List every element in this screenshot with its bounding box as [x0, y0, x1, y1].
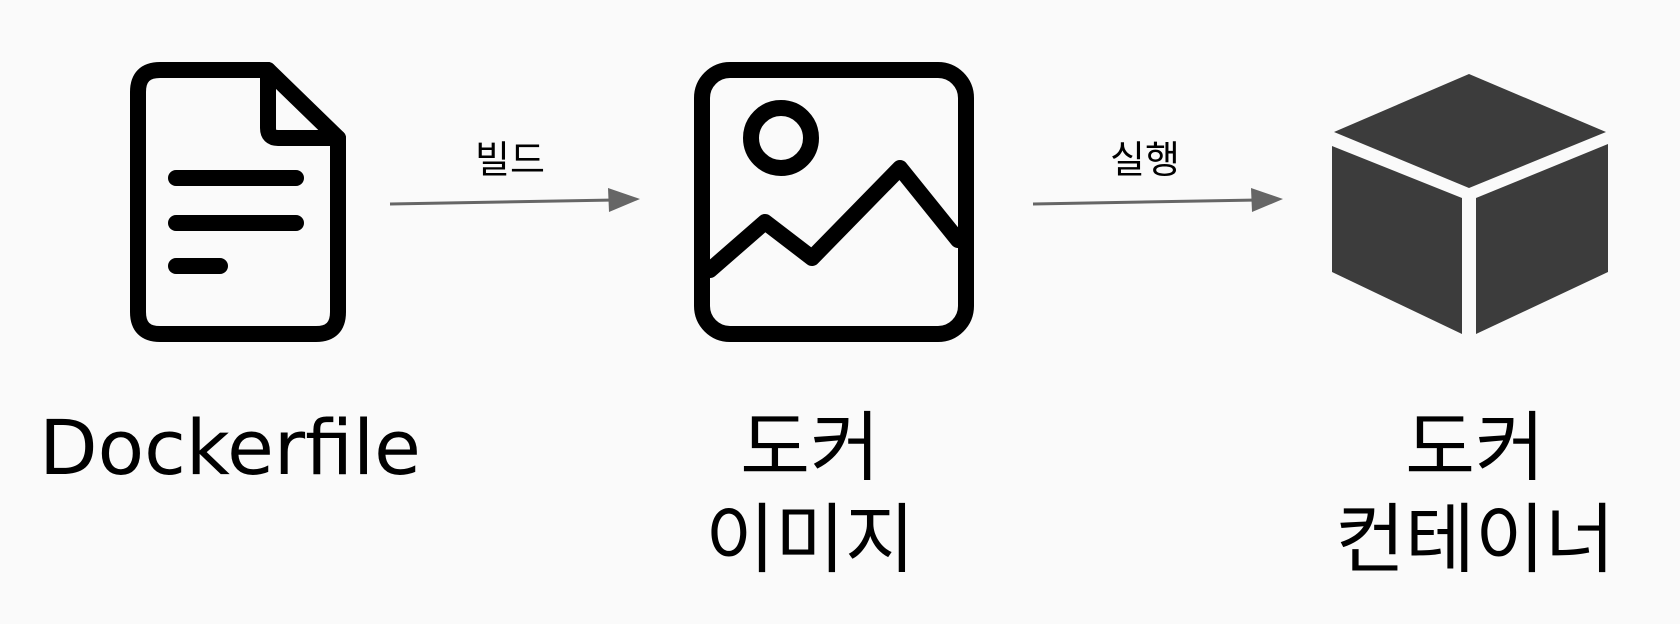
- document-icon: [130, 62, 346, 342]
- cube-icon: [1332, 74, 1608, 334]
- edge-label-build: 빌드: [475, 138, 545, 182]
- node-label-docker-image: 도커 이미지: [630, 402, 990, 586]
- arrow-build: [389, 188, 640, 212]
- node-label-line: 컨테이너: [1335, 495, 1615, 584]
- node-label-line: 이미지: [705, 495, 915, 584]
- node-label-docker-container: 도커 컨테이너: [1280, 402, 1670, 586]
- image-icon: [694, 62, 974, 342]
- node-label-line: 도커: [740, 403, 880, 492]
- arrow-run: [1032, 188, 1283, 212]
- node-label-line: 도커: [1405, 403, 1545, 492]
- node-label-line: Dockerfile: [39, 403, 421, 492]
- edge-label-run: 실행: [1110, 138, 1180, 182]
- node-label-dockerfile: Dockerfile: [20, 402, 440, 494]
